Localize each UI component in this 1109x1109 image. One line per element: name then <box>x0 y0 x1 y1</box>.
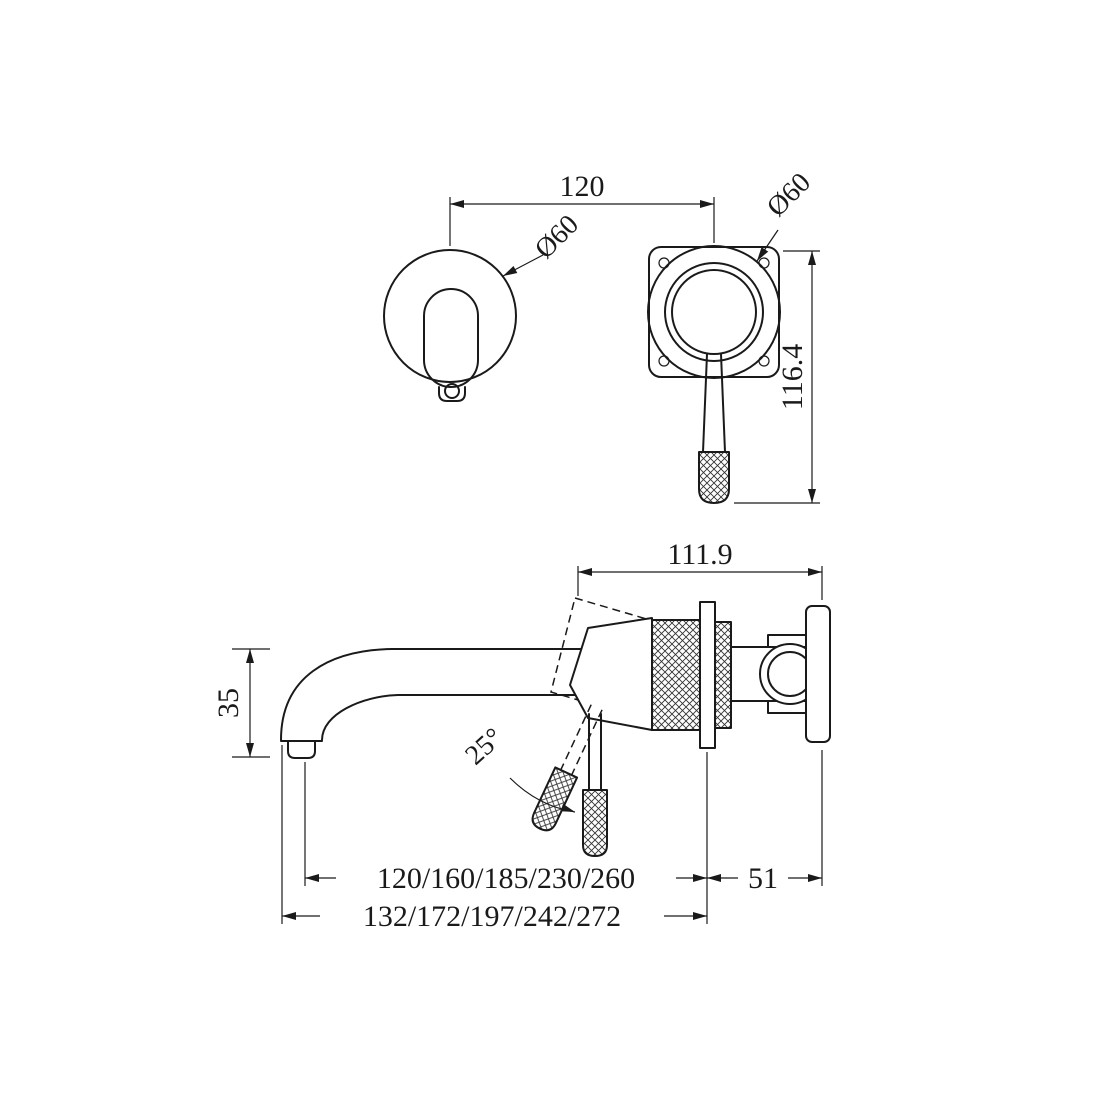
spout-lower-outline <box>321 694 591 741</box>
dim-body-depth: 111.9 <box>577 538 823 600</box>
lever-rod-front <box>702 353 726 453</box>
dim-center-distance-label: 120 <box>560 170 605 203</box>
outlet-hole <box>444 383 460 399</box>
dim-height-label: 116.4 <box>776 344 809 410</box>
left-escutcheon-circle <box>383 249 517 383</box>
dim-spout-reach: 120/160/185/230/260 <box>281 745 823 924</box>
right-diameter-label: Ø60 <box>761 167 817 223</box>
lever-vertical <box>582 713 608 857</box>
knurled-cartridge-rear-section <box>714 621 732 729</box>
lever-grip-vertical <box>582 789 608 857</box>
dim-wall-to-back: 51 <box>707 862 822 895</box>
mixer-escutcheon-circle <box>647 245 781 379</box>
lever-grip-angled <box>531 766 579 832</box>
dia-label-left: Ø60 <box>502 209 585 277</box>
left-escutcheon <box>383 249 517 402</box>
left-diameter-label: Ø60 <box>529 209 585 265</box>
aerator <box>287 740 316 759</box>
mixer-body-circle <box>664 262 764 362</box>
lever-grip-front <box>698 451 730 504</box>
side-view: 25° 111.9 35 120/160/185/230/260 <box>212 538 831 933</box>
lever-angle-label: 25° <box>459 722 509 771</box>
spout-outlet-front <box>438 386 466 402</box>
wall-plate-front <box>648 246 780 378</box>
handle-front-outline <box>423 288 479 388</box>
dia-label-right: Ø60 <box>756 167 817 262</box>
lever-angled-dashed <box>531 704 603 832</box>
mixer-cap-circle <box>671 269 757 355</box>
dim-body-depth-label: 111.9 <box>667 538 732 571</box>
mixer-body-side <box>569 617 653 731</box>
dim-overall-reach: 132/172/197/242/272 <box>282 900 707 933</box>
wall-flange <box>699 601 716 749</box>
dim-overall-reach-label: 132/172/197/242/272 <box>363 900 621 933</box>
dim-wall-to-back-label: 51 <box>748 862 778 895</box>
dim-center-distance: 120 <box>449 170 715 246</box>
backplate <box>805 605 831 743</box>
right-mixer-assembly <box>647 245 781 504</box>
dim-spout-reach-label: 120/160/185/230/260 <box>377 862 635 895</box>
top-view: 120 Ø60 Ø60 116.4 <box>383 167 820 504</box>
dim-height: 116.4 <box>734 250 820 504</box>
valve-assembly <box>730 605 831 743</box>
dim-spout-drop: 35 <box>212 648 270 758</box>
knurled-cartridge-front-section <box>651 619 701 731</box>
dim-spout-drop-label: 35 <box>212 688 245 718</box>
